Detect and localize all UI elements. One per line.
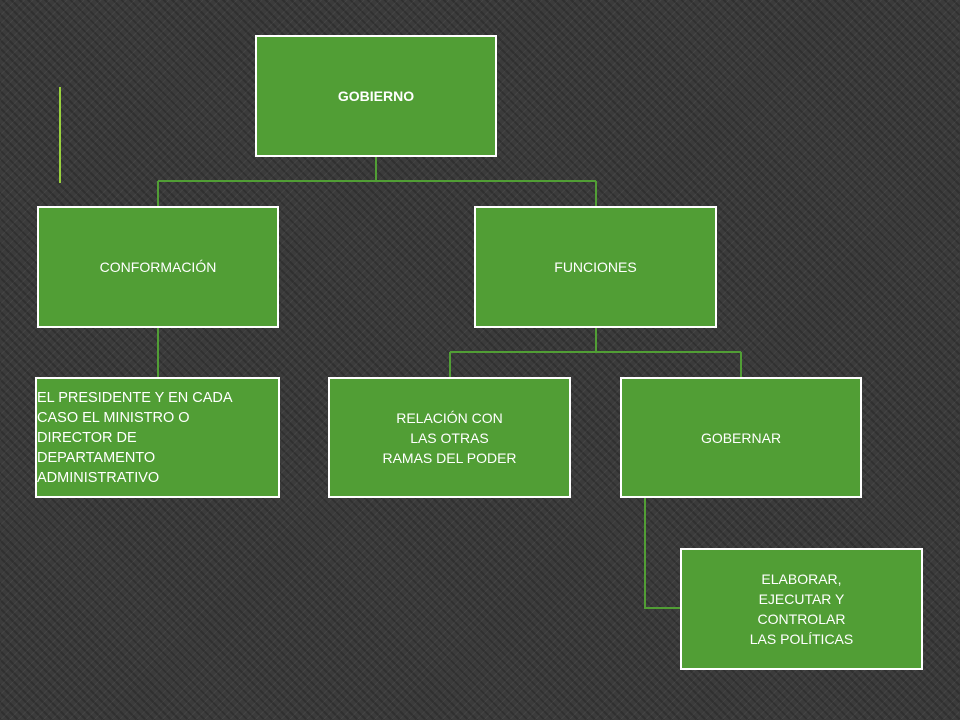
decorative-accent-line (59, 87, 61, 183)
node-elaborar: ELABORAR, EJECUTAR Y CONTROLAR LAS POLÍT… (680, 548, 923, 670)
node-funciones-label: FUNCIONES (554, 259, 637, 275)
node-funciones: FUNCIONES (474, 206, 717, 328)
node-conformacion: CONFORMACIÓN (37, 206, 279, 328)
node-gobierno-label: GOBIERNO (337, 88, 415, 104)
node-conformacion-label: CONFORMACIÓN (99, 259, 217, 275)
node-presidente: EL PRESIDENTE Y EN CADA CASO EL MINISTRO… (35, 377, 280, 498)
node-presidente-label: EL PRESIDENTE Y EN CADA CASO EL MINISTRO… (37, 389, 233, 486)
connector-gobernar-elaborar (644, 498, 681, 609)
node-gobierno: GOBIERNO (255, 35, 497, 157)
node-relacion: RELACIÓN CON LAS OTRAS RAMAS DEL PODER (328, 377, 571, 498)
node-elaborar-label: ELABORAR, EJECUTAR Y CONTROLAR LAS POLÍT… (749, 571, 854, 647)
node-relacion-label: RELACIÓN CON LAS OTRAS RAMAS DEL PODER (382, 409, 517, 466)
node-gobernar: GOBERNAR (620, 377, 862, 498)
node-gobernar-label: GOBERNAR (700, 429, 782, 446)
